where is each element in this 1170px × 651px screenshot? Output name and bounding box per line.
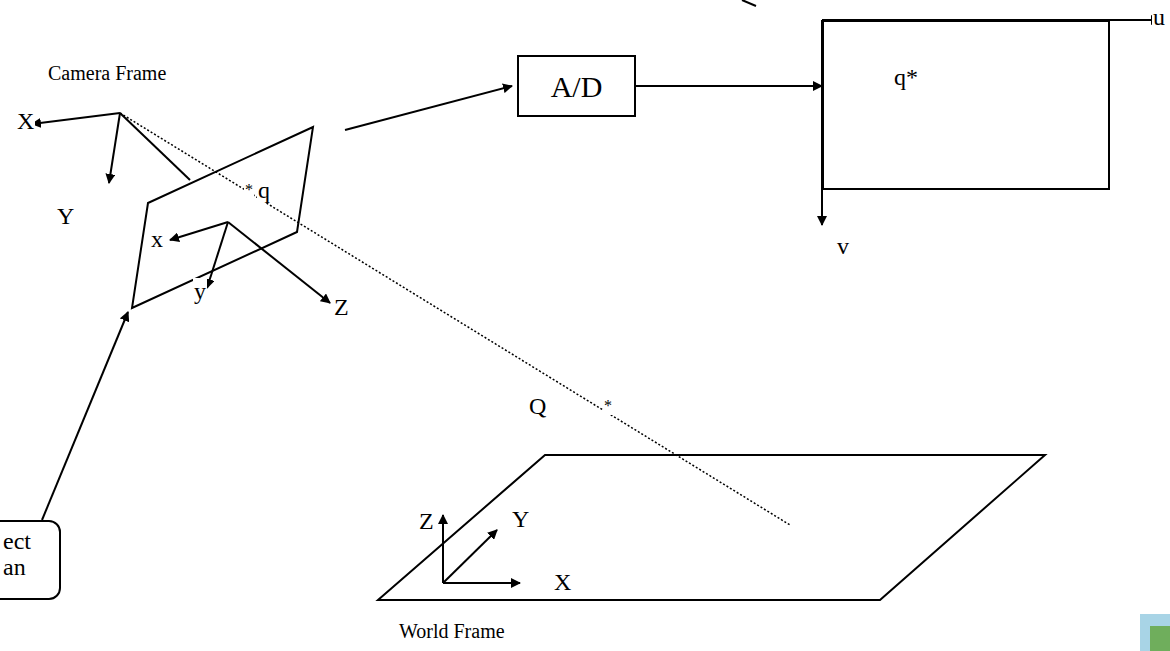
axis-label: Y [56,203,75,229]
axis-label: v [836,233,850,259]
axis-label: x [150,226,164,252]
node-text: ect an [3,528,55,581]
frame-title: Camera Frame [47,62,167,84]
axis-label: X [553,569,572,595]
point-mark: * [244,181,254,199]
point-label: Q [528,393,547,419]
arrow-connector [636,85,822,87]
frame-title: World Frame [398,620,506,642]
image-frame: q* [822,20,1110,190]
point-label: q [257,177,271,203]
point-mark: * [603,397,613,415]
axis-label: Y [511,506,530,532]
node-text: q* [894,64,918,90]
node-text: A/D [551,70,603,103]
axis-label: y [193,278,207,304]
axis-label: Z [333,294,350,320]
process-box: A/D [517,55,636,117]
callout-box: ect an [0,520,61,600]
axis-label: u [1152,4,1166,30]
axis-label: X [16,108,35,134]
axis-label: Z [418,508,435,534]
